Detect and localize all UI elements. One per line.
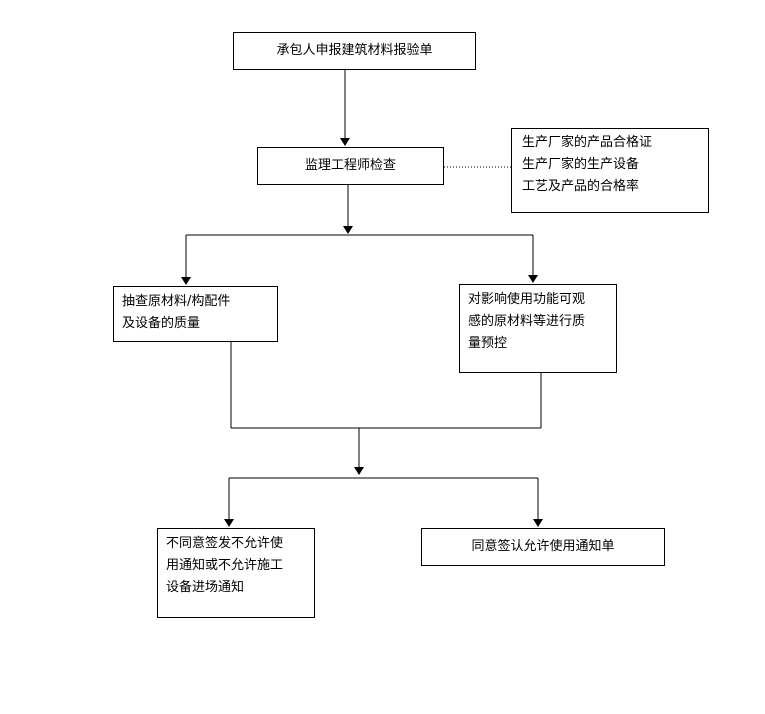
contractor-application-box: 承包人申报建筑材料报验单 (233, 32, 476, 70)
reject-notice-line-2: 用通知或不允许施工 (166, 558, 284, 573)
quality-precontrol-line-2: 感的原材料等进行质 (468, 314, 586, 329)
quality-precontrol-line-3: 量预控 (468, 336, 508, 351)
check-items-note-line-1: 生产厂家的产品合格证 (522, 135, 653, 150)
reject-notice-box: 不同意签发不允许使 用通知或不允许施工 设备进场通知 (157, 528, 315, 618)
check-items-note-line-2: 生产厂家的生产设备 (522, 157, 640, 172)
reject-notice-line-3: 设备进场通知 (166, 580, 245, 595)
supervisor-check-box: 监理工程师检查 (257, 147, 444, 185)
quality-precontrol-line-1: 对影响使用功能可观 (468, 292, 586, 307)
sample-inspection-line-1: 抽查原材料/构配件 (122, 294, 231, 309)
approve-notice-label: 同意签认允许使用通知单 (471, 539, 615, 554)
quality-precontrol-box: 对影响使用功能可观 感的原材料等进行质 量预控 (459, 284, 617, 373)
reject-notice-line-1: 不同意签发不允许使 (166, 536, 284, 551)
approve-notice-box: 同意签认允许使用通知单 (421, 528, 665, 566)
check-items-note-box: 生产厂家的产品合格证 生产厂家的生产设备 工艺及产品的合格率 (511, 128, 709, 213)
check-items-note-line-3: 工艺及产品的合格率 (522, 179, 640, 194)
contractor-application-label: 承包人申报建筑材料报验单 (276, 43, 433, 58)
sample-inspection-line-2: 及设备的质量 (122, 316, 201, 331)
supervisor-check-label: 监理工程师检查 (304, 158, 396, 173)
sample-inspection-box: 抽查原材料/构配件 及设备的质量 (113, 286, 278, 342)
